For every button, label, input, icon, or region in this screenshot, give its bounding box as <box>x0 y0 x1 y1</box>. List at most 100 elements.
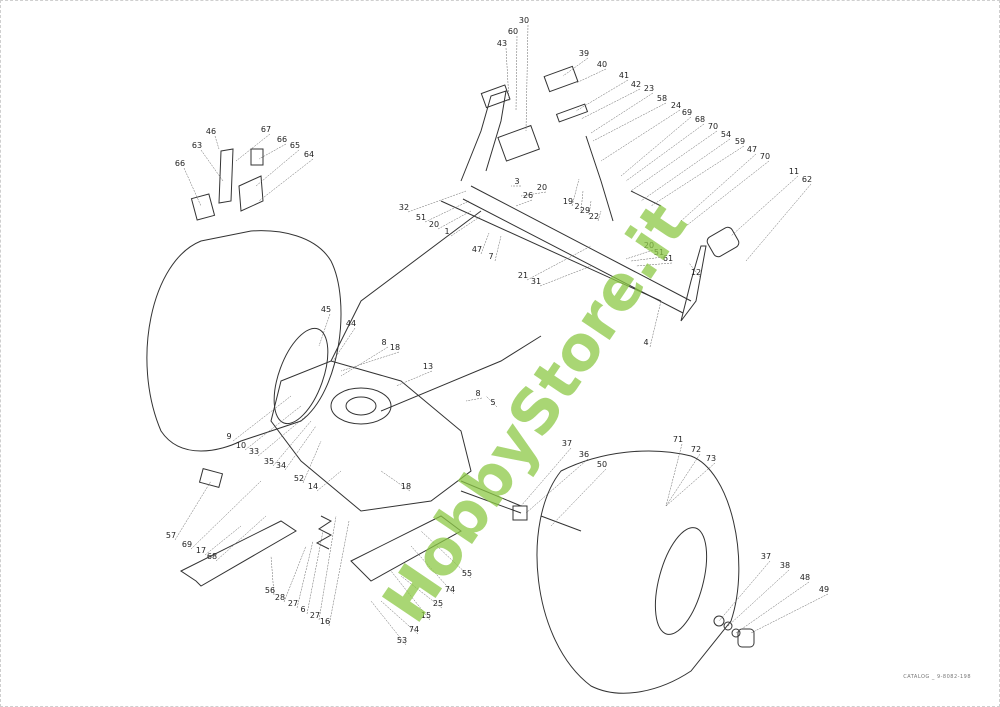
leader-line <box>258 158 314 202</box>
left-bracket <box>180 520 297 587</box>
leader-line <box>635 262 673 267</box>
part-label-34: 34 <box>276 461 286 470</box>
leader-line <box>370 600 407 646</box>
part-label-21: 21 <box>518 271 528 280</box>
leader-line <box>727 569 790 627</box>
lower-shaft <box>440 200 662 302</box>
part-label-72: 72 <box>691 445 701 454</box>
part-label-63: 63 <box>192 141 202 150</box>
leader-line <box>520 447 572 507</box>
part-label-3: 3 <box>514 177 519 186</box>
right-bracket <box>350 515 462 582</box>
leader-line <box>685 160 770 227</box>
part-label-36: 36 <box>579 450 589 459</box>
leader-line <box>520 191 547 197</box>
leader-line <box>735 581 810 634</box>
part-label-45: 45 <box>321 305 331 314</box>
leader-line <box>649 300 662 348</box>
part-label-10: 10 <box>236 441 246 450</box>
leader-line <box>380 600 419 635</box>
part-label-42: 42 <box>631 80 641 89</box>
leader-line <box>680 153 757 222</box>
leader-line <box>590 92 654 134</box>
leader-line <box>257 415 307 457</box>
leader-line <box>515 199 533 207</box>
leader-line <box>437 210 472 230</box>
spring <box>315 515 333 550</box>
part-label-48: 48 <box>800 573 810 582</box>
leader-line <box>424 200 470 223</box>
part-label-47: 47 <box>472 245 482 254</box>
part-label-58: 58 <box>657 94 667 103</box>
part-label-54: 54 <box>721 130 731 139</box>
part-label-24: 24 <box>671 101 681 110</box>
leader-line <box>630 256 664 262</box>
leader-line <box>562 57 589 77</box>
part-label-4: 4 <box>643 338 648 347</box>
leader-line <box>539 265 592 287</box>
part-label-40: 40 <box>597 60 607 69</box>
part-label-28: 28 <box>275 593 285 602</box>
leader-line <box>272 420 312 467</box>
leader-line <box>630 130 718 192</box>
part-label-20: 20 <box>644 241 654 250</box>
pulley <box>330 387 392 425</box>
part-label-52: 52 <box>294 474 304 483</box>
leader-line <box>525 458 589 514</box>
part-label-47: 47 <box>747 145 757 154</box>
part-label-43: 43 <box>497 39 507 48</box>
leader-line <box>526 245 592 281</box>
leader-line <box>316 470 342 492</box>
leader-line <box>750 593 829 634</box>
leader-line <box>190 480 262 550</box>
leader-line <box>255 149 300 187</box>
leader-line <box>340 346 389 377</box>
part-label-7: 7 <box>488 252 493 261</box>
part-label-50: 50 <box>597 460 607 469</box>
leader-line <box>485 395 498 408</box>
part-label-8: 8 <box>475 389 480 398</box>
leader-line <box>306 530 324 615</box>
leader-line <box>550 468 607 527</box>
part-label-19: 19 <box>563 197 573 206</box>
leader-line <box>730 175 799 237</box>
part-label-37: 37 <box>562 439 572 448</box>
leader-line <box>640 138 731 202</box>
leader-line <box>625 123 705 182</box>
top-left-bracket <box>218 148 264 212</box>
part-label-68: 68 <box>695 115 705 124</box>
leader-line <box>625 249 654 260</box>
leader-line <box>258 143 287 160</box>
leader-line <box>183 167 202 207</box>
leader-line <box>214 135 220 150</box>
part-label-15: 15 <box>421 611 431 620</box>
leader-line <box>580 88 641 120</box>
part-label-66: 66 <box>277 135 287 144</box>
leader-line <box>575 79 629 112</box>
part-label-6: 6 <box>300 605 305 614</box>
catalog-code: CATALOG _ 9-8082-198 <box>903 674 971 680</box>
leader-line <box>232 395 292 442</box>
part-label-46: 46 <box>206 127 216 136</box>
leader-line <box>296 540 314 609</box>
part-label-61: 61 <box>663 254 673 263</box>
leader-line <box>745 183 812 262</box>
left-rear-tire <box>146 230 342 452</box>
part-label-37: 37 <box>761 552 771 561</box>
leader-line <box>450 215 482 237</box>
leader-line <box>332 327 356 362</box>
part-label-8: 8 <box>381 338 386 347</box>
part-label-20: 20 <box>537 183 547 192</box>
leader-line <box>588 200 592 216</box>
part-label-12: 12 <box>691 268 701 277</box>
right-rear-tire <box>536 450 740 694</box>
leader-line <box>575 68 607 84</box>
part-label-18: 18 <box>401 482 411 491</box>
part-label-74: 74 <box>409 625 419 634</box>
part-label-38: 38 <box>780 561 790 570</box>
part-label-27: 27 <box>310 611 320 620</box>
leader-line <box>650 145 745 207</box>
control-rod <box>330 210 482 362</box>
